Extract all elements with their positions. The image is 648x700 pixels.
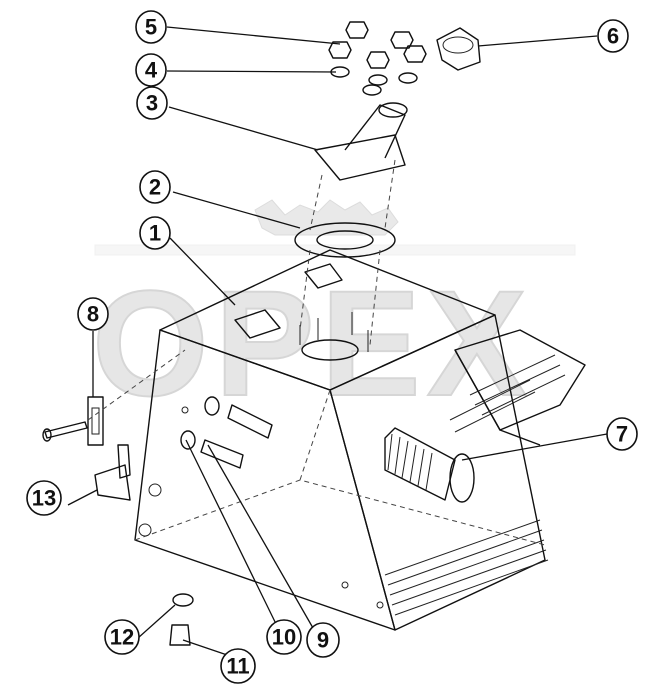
callout-8: 8 xyxy=(77,297,109,331)
callout-2: 2 xyxy=(139,170,171,204)
callout-label: 13 xyxy=(32,486,56,511)
callout-7: 7 xyxy=(606,417,638,451)
callout-11: 11 xyxy=(220,648,256,684)
callout-5: 5 xyxy=(135,10,167,44)
callout-12: 12 xyxy=(104,619,140,655)
leader-lines xyxy=(67,26,608,659)
callout-13: 13 xyxy=(26,480,62,516)
callout-label: 2 xyxy=(149,175,161,200)
callout-label: 1 xyxy=(149,221,161,246)
callout-label: 4 xyxy=(145,58,158,83)
callout-10: 10 xyxy=(266,619,302,655)
nuts-and-washers xyxy=(328,21,427,96)
callout-9: 9 xyxy=(306,622,340,658)
return-pipe xyxy=(94,444,131,501)
drain-plug xyxy=(169,593,194,646)
callout-label: 6 xyxy=(607,24,619,49)
callout-4: 4 xyxy=(135,53,167,87)
side-bolts xyxy=(180,396,273,469)
callout-3: 3 xyxy=(136,86,168,120)
callout-label: 8 xyxy=(87,302,99,327)
callout-label: 9 xyxy=(317,628,329,653)
breather-cap xyxy=(436,27,481,71)
callout-label: 10 xyxy=(272,625,296,650)
filler-neck xyxy=(309,102,408,231)
filler-flange xyxy=(294,222,396,346)
callout-label: 11 xyxy=(226,654,249,679)
callout-label: 12 xyxy=(110,625,134,650)
callout-label: 3 xyxy=(146,91,158,116)
callout-label: 5 xyxy=(145,15,157,40)
suction-filter xyxy=(384,427,475,503)
hydraulic-tank xyxy=(134,249,586,631)
callout-1: 1 xyxy=(139,216,171,250)
sight-glass xyxy=(42,349,186,446)
callout-6: 6 xyxy=(597,19,629,53)
callout-label: 7 xyxy=(616,422,628,447)
